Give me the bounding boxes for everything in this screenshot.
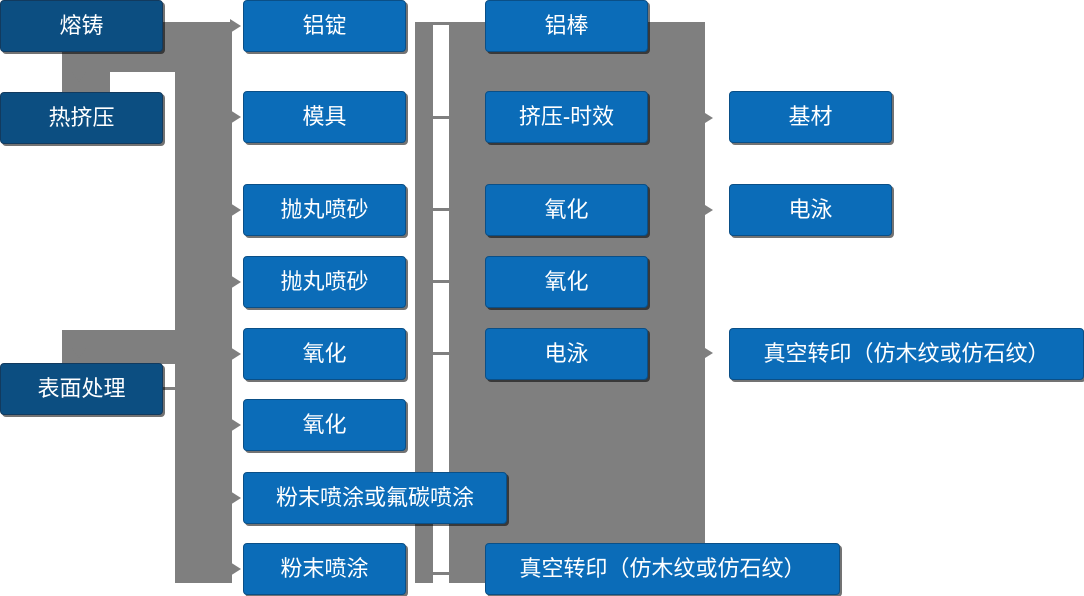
arrow-right-icon xyxy=(705,113,713,123)
node-yanghua-3[interactable]: 氧化 xyxy=(485,184,648,236)
node-muju[interactable]: 模具 xyxy=(243,91,406,143)
arrow-right-icon xyxy=(230,275,241,289)
node-label: 模具 xyxy=(302,103,347,129)
arrow-right-icon xyxy=(230,203,241,217)
connector-band xyxy=(62,48,110,92)
arrow-right-icon xyxy=(230,110,241,124)
node-label: 铝锭 xyxy=(302,12,347,38)
node-label: 氧化 xyxy=(302,340,347,366)
node-rongzhu[interactable]: 熔铸 xyxy=(0,0,163,52)
arrow-right-icon xyxy=(230,19,241,33)
connector-line xyxy=(433,22,455,25)
node-rejiya[interactable]: 热挤压 xyxy=(0,92,163,144)
node-dianyong-2[interactable]: 电泳 xyxy=(729,184,892,236)
arrow-right-icon xyxy=(230,562,241,576)
connector-line xyxy=(433,116,455,119)
node-label: 粉末喷涂或氟碳喷涂 xyxy=(275,484,474,510)
arrow-right-icon xyxy=(230,347,241,361)
arrow-down-icon xyxy=(72,348,86,358)
node-label: 氧化 xyxy=(544,268,589,294)
node-yanghua-2[interactable]: 氧化 xyxy=(243,399,406,451)
node-fenmopentu[interactable]: 粉末喷涂 xyxy=(243,543,406,595)
connector-line xyxy=(163,387,177,390)
node-ludding[interactable]: 铝锭 xyxy=(243,0,406,52)
node-yanghua-1[interactable]: 氧化 xyxy=(243,328,406,380)
node-label: 抛丸喷砂 xyxy=(280,268,369,294)
connector-band xyxy=(175,22,232,583)
node-lubang[interactable]: 铝棒 xyxy=(485,0,648,52)
node-label: 真空转印（仿木纹或仿石纹） xyxy=(519,555,806,581)
node-yanghua-4[interactable]: 氧化 xyxy=(485,256,648,308)
connector-line xyxy=(433,352,455,355)
connector-line xyxy=(433,572,455,575)
node-label: 挤压-时效 xyxy=(518,103,615,129)
arrow-right-icon xyxy=(705,205,713,215)
node-dianyong-1[interactable]: 电泳 xyxy=(485,328,648,380)
node-label: 粉末喷涂 xyxy=(280,555,369,581)
node-label: 氧化 xyxy=(544,196,589,222)
node-zhenkongzhuanyin-2[interactable]: 真空转印（仿木纹或仿石纹） xyxy=(729,328,1084,380)
arrow-down-icon xyxy=(72,72,86,82)
node-biaomianchuli[interactable]: 表面处理 xyxy=(0,363,163,415)
arrow-right-icon xyxy=(230,491,241,505)
node-label: 电泳 xyxy=(788,196,833,222)
node-label: 基材 xyxy=(788,103,833,129)
node-label: 抛丸喷砂 xyxy=(280,196,369,222)
connector-band xyxy=(415,22,433,583)
node-label: 表面处理 xyxy=(37,375,126,401)
node-fenmopentu-huo-futanpentu[interactable]: 粉末喷涂或氟碳喷涂 xyxy=(243,472,507,524)
node-zhenkongzhuanyin-1[interactable]: 真空转印（仿木纹或仿石纹） xyxy=(485,543,840,595)
connector-band xyxy=(62,330,175,364)
connector-line xyxy=(433,280,455,283)
node-label: 熔铸 xyxy=(59,12,104,38)
node-label: 真空转印（仿木纹或仿石纹） xyxy=(763,340,1050,366)
node-paowanpensha-1[interactable]: 抛丸喷砂 xyxy=(243,184,406,236)
node-label: 氧化 xyxy=(302,411,347,437)
node-label: 热挤压 xyxy=(48,104,115,130)
arrow-right-icon xyxy=(705,348,713,358)
node-jiya-shixiao[interactable]: 挤压-时效 xyxy=(485,91,648,143)
node-jicai[interactable]: 基材 xyxy=(729,91,892,143)
arrow-right-icon xyxy=(230,418,241,432)
node-label: 铝棒 xyxy=(544,12,589,38)
node-paowanpensha-2[interactable]: 抛丸喷砂 xyxy=(243,256,406,308)
node-label: 电泳 xyxy=(544,340,589,366)
connector-line xyxy=(433,208,455,211)
